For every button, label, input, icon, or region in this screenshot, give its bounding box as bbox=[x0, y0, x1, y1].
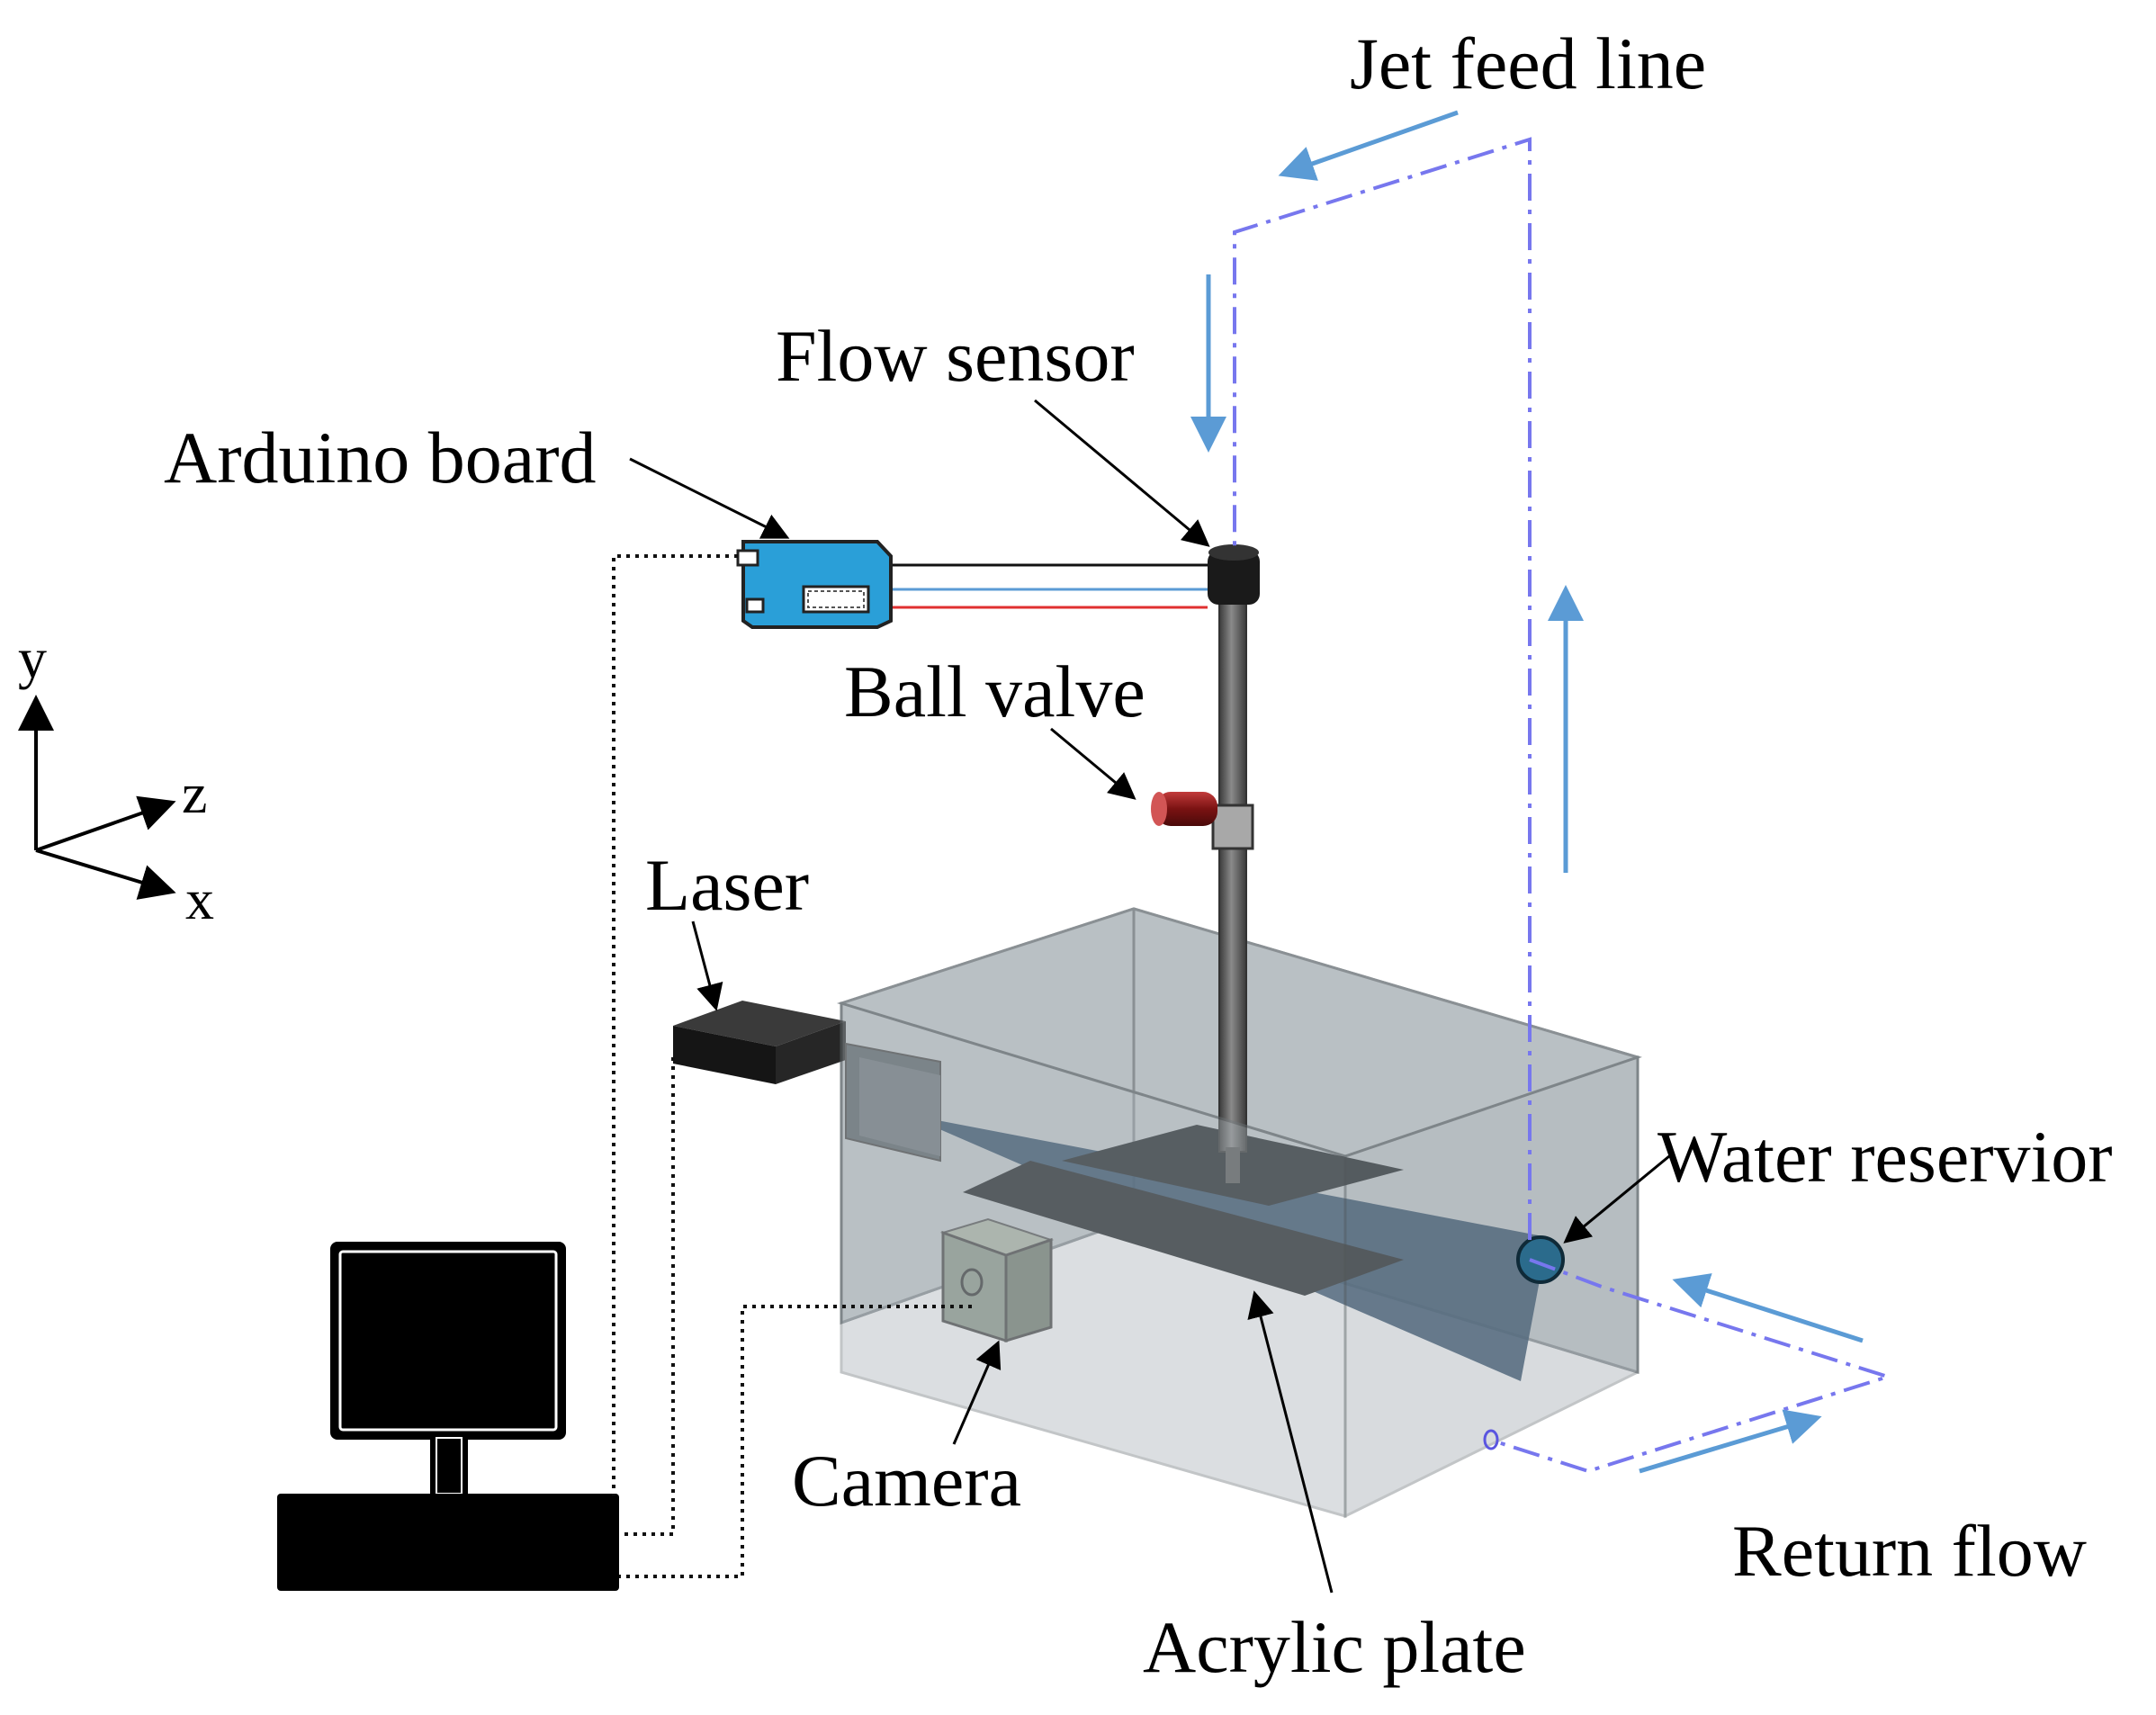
camera bbox=[939, 1217, 1055, 1343]
water-reservoir-leader bbox=[1563, 1154, 1670, 1244]
water-tank-front bbox=[840, 1001, 1639, 1519]
jet-feed-arrow bbox=[1278, 110, 1459, 181]
flow-sensor-leader bbox=[1034, 399, 1210, 547]
data-cables bbox=[612, 554, 972, 1578]
label-camera: Camera bbox=[792, 1440, 1021, 1522]
flow-loop bbox=[1233, 137, 1894, 1474]
coordinate-axes bbox=[17, 695, 176, 900]
label-laser: Laser bbox=[645, 844, 810, 926]
flow-arrows bbox=[1190, 110, 1864, 1474]
jet-rod bbox=[1218, 575, 1247, 1153]
acrylic-plate bbox=[963, 1161, 1404, 1296]
camera-lens-icon bbox=[960, 1268, 984, 1297]
computer-base bbox=[277, 1494, 619, 1591]
ball-valve bbox=[1151, 792, 1217, 826]
monitor bbox=[330, 1242, 566, 1440]
axis-label-z: z bbox=[182, 761, 208, 825]
return-flow-arrow-lower bbox=[1639, 1409, 1822, 1474]
label-jet-feed-line: Jet feed line bbox=[1350, 22, 1707, 104]
water-reservoir-icon bbox=[1516, 1235, 1565, 1284]
flow-sensor bbox=[1208, 544, 1260, 605]
label-acrylic-plate: Acrylic plate bbox=[1143, 1606, 1526, 1688]
axis-label-y: y bbox=[18, 626, 47, 690]
rod-coupling bbox=[1211, 804, 1254, 850]
label-arduino-board: Arduino board bbox=[164, 417, 597, 498]
label-flow-sensor: Flow sensor bbox=[776, 315, 1135, 397]
leader-arrows bbox=[629, 399, 1670, 1594]
acrylic-plate-leader bbox=[1247, 1290, 1334, 1594]
return-outlet-icon bbox=[1483, 1429, 1499, 1450]
arduino-board bbox=[736, 540, 893, 629]
computer bbox=[277, 1242, 619, 1591]
axis-label-x: x bbox=[185, 867, 214, 931]
laser-leader bbox=[691, 920, 723, 1011]
laser-device bbox=[673, 1001, 941, 1163]
z-axis bbox=[35, 795, 176, 852]
camera-leader bbox=[952, 1340, 1002, 1445]
x-axis bbox=[35, 849, 176, 900]
label-ball-valve: Ball valve bbox=[844, 651, 1145, 732]
label-water-reservoir: Water reservior bbox=[1657, 1116, 2113, 1198]
return-flow-arrow-upper bbox=[1672, 1273, 1864, 1343]
ball-valve-leader bbox=[1050, 727, 1136, 800]
sensor-wires bbox=[891, 563, 1208, 609]
label-return-flow: Return flow bbox=[1732, 1510, 2087, 1592]
jet-nozzle bbox=[1226, 1147, 1240, 1183]
arduino-leader bbox=[629, 457, 790, 539]
